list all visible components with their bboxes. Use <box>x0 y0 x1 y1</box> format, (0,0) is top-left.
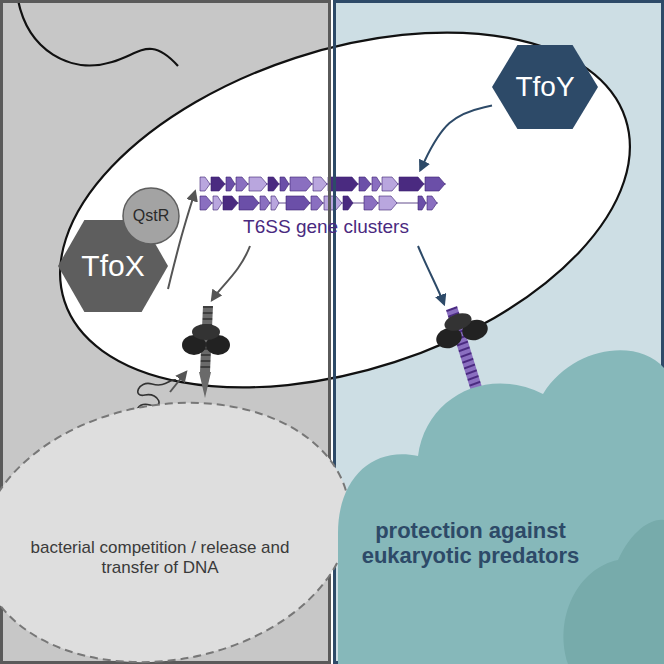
node-label: protection against eukaryotic predators <box>358 518 583 569</box>
gene-arrow <box>286 196 310 210</box>
gene-arrow <box>359 177 371 191</box>
gene-arrow <box>271 196 279 210</box>
gene-arrows <box>200 177 446 210</box>
gene-arrow <box>372 177 381 191</box>
gene-cluster: T6SS gene clusters <box>195 170 457 242</box>
regulation-arrow <box>420 105 492 170</box>
gene-arrow <box>200 196 212 210</box>
predator-cloud-outline <box>338 328 664 664</box>
gene-arrow <box>425 177 445 191</box>
gene-arrow <box>226 177 235 191</box>
gene-arrow <box>399 177 424 191</box>
gene-arrow <box>213 196 222 210</box>
prey-cell-outline <box>0 395 355 664</box>
gene-arrow <box>239 196 259 210</box>
node-label: QstR <box>133 207 169 225</box>
expression-arrow <box>212 246 250 300</box>
gene-arrow <box>311 196 323 210</box>
predator-cloud: protection against eukaryotic predators <box>338 328 664 664</box>
gene-arrow <box>280 177 289 191</box>
gene-arrow <box>382 177 398 191</box>
prey-cell: bacterial competition / release and tran… <box>0 395 355 664</box>
gene-arrow <box>223 196 238 210</box>
flagellum <box>18 0 178 66</box>
gene-arrow <box>427 196 437 210</box>
dna-uptake-arrow <box>170 372 186 392</box>
expression-arrow <box>418 246 444 304</box>
node-label: T6SS gene clusters <box>243 216 409 238</box>
gene-arrow <box>268 177 279 191</box>
regulator-hexagon: TfoY <box>492 45 598 129</box>
gene-arrow <box>343 196 353 210</box>
gene-arrow <box>211 177 225 191</box>
gene-arrow <box>290 177 312 191</box>
gene-arrow <box>249 177 267 191</box>
node-label: TfoX <box>81 249 144 284</box>
gene-arrow <box>379 196 397 210</box>
gene-arrow <box>260 196 270 210</box>
gene-arrow <box>200 177 210 191</box>
cofactor-circle: QstR <box>122 187 180 245</box>
gene-arrow <box>418 196 426 210</box>
node-label: TfoY <box>515 71 574 103</box>
t6ss-apparatus <box>182 306 230 398</box>
gene-arrow <box>328 177 358 191</box>
node-label: bacterial competition / release and tran… <box>30 538 290 577</box>
gene-arrow <box>236 177 248 191</box>
gene-arrow <box>364 196 378 210</box>
gene-arrow <box>313 177 327 191</box>
